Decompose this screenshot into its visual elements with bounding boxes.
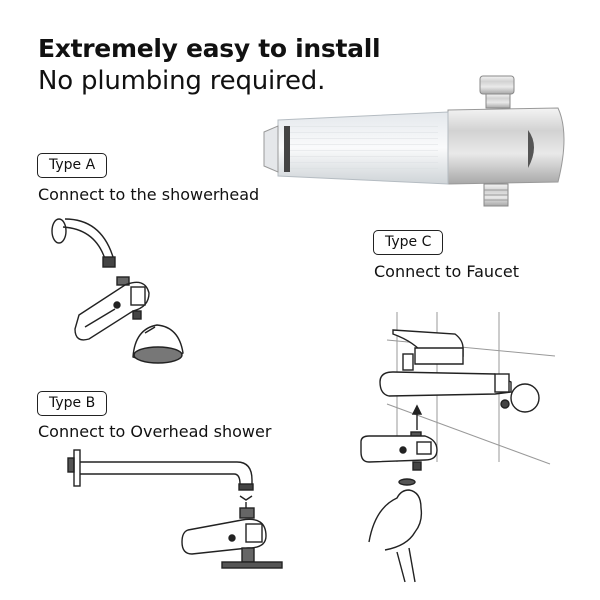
- type-c-faucet-diagram: [360, 312, 556, 583]
- type-a-caption: Connect to the showerhead: [38, 185, 260, 204]
- type-c-caption: Connect to Faucet: [374, 262, 519, 281]
- type-b-caption: Connect to Overhead shower: [38, 422, 272, 441]
- type-b-overhead-shower-diagram: [67, 449, 283, 569]
- subheadline: No plumbing required.: [38, 66, 326, 96]
- shower-filter-product-image: [263, 75, 565, 207]
- type-a-badge: Type A: [37, 153, 108, 178]
- type-b-badge: Type B: [37, 391, 108, 416]
- type-a-showerhead-diagram: [51, 218, 184, 364]
- headline: Extremely easy to install: [38, 34, 381, 63]
- type-c-badge: Type C: [373, 230, 444, 255]
